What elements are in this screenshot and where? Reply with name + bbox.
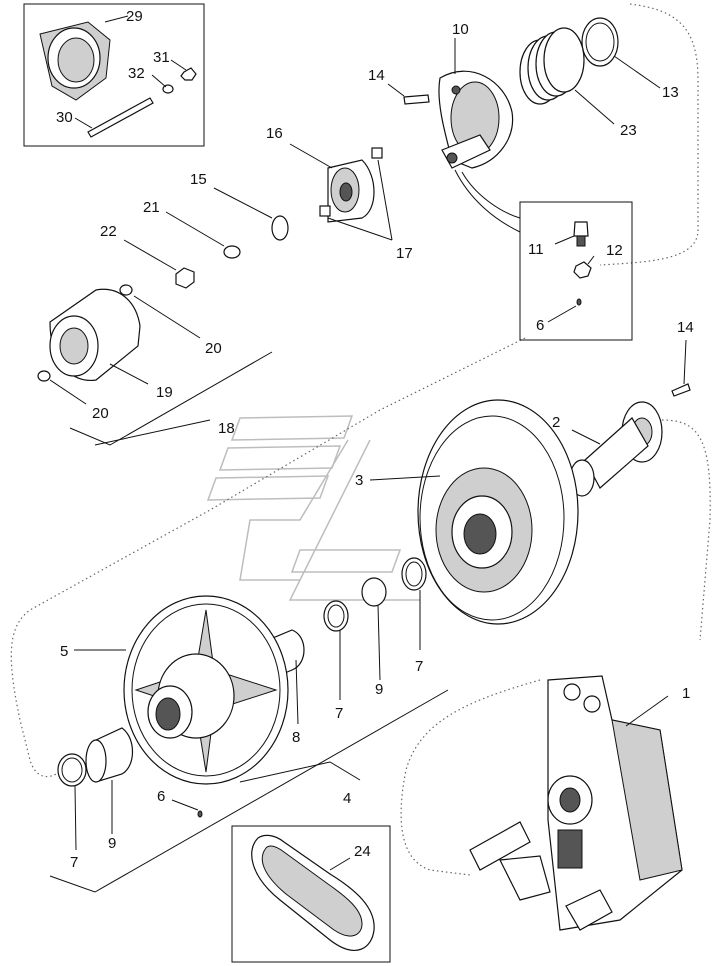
callout-7a: 7 bbox=[415, 658, 423, 675]
detail-box-11-12-6 bbox=[519, 201, 633, 341]
callout-18: 18 bbox=[218, 420, 235, 437]
callout-30: 30 bbox=[56, 109, 73, 126]
part-3-fixed-sheave bbox=[369, 399, 579, 625]
group-lines bbox=[49, 351, 449, 893]
callout-6a: 6 bbox=[536, 317, 544, 334]
callout-20a: 20 bbox=[205, 340, 222, 357]
callout-1: 1 bbox=[682, 685, 690, 702]
part-1-gearcase bbox=[469, 675, 683, 931]
callout-8: 8 bbox=[292, 729, 300, 746]
parts-15-16-17-21-22 bbox=[123, 143, 393, 289]
callout-labels: 29 31 32 30 10 14 13 23 16 15 21 22 17 1… bbox=[56, 8, 694, 871]
callout-3: 3 bbox=[355, 472, 363, 489]
callout-17: 17 bbox=[396, 245, 413, 262]
watermark-logo bbox=[206, 415, 420, 601]
callout-24: 24 bbox=[354, 843, 371, 860]
callout-9a: 9 bbox=[375, 681, 383, 698]
part-24-drive-belt bbox=[231, 825, 391, 963]
callout-20b: 20 bbox=[92, 405, 109, 422]
callout-29: 29 bbox=[126, 8, 143, 25]
callout-9b: 9 bbox=[108, 835, 116, 852]
callout-14b: 14 bbox=[677, 319, 694, 336]
callout-2: 2 bbox=[552, 414, 560, 431]
callout-4: 4 bbox=[343, 790, 351, 807]
parts-7-9-rings bbox=[57, 557, 427, 851]
callout-31: 31 bbox=[153, 49, 170, 66]
callout-7b: 7 bbox=[335, 705, 343, 722]
callout-13: 13 bbox=[662, 84, 679, 101]
kit-box-29-32 bbox=[23, 3, 205, 147]
callout-32: 32 bbox=[128, 65, 145, 82]
callout-7c: 7 bbox=[70, 854, 78, 871]
dotted-outlines bbox=[10, 3, 711, 876]
callout-19: 19 bbox=[156, 384, 173, 401]
callout-11: 11 bbox=[528, 241, 544, 258]
part-5-movable-sheave bbox=[74, 595, 289, 818]
callout-16: 16 bbox=[266, 125, 283, 142]
callout-6b: 6 bbox=[157, 788, 165, 805]
parts-18-19-20 bbox=[37, 284, 201, 405]
callout-14a: 14 bbox=[368, 67, 385, 84]
part-13-23-spring bbox=[519, 17, 661, 125]
callout-12: 12 bbox=[606, 242, 623, 259]
part-2-shaft bbox=[569, 339, 691, 497]
callout-5: 5 bbox=[60, 643, 68, 660]
callout-22: 22 bbox=[100, 223, 117, 240]
callout-10: 10 bbox=[452, 21, 469, 38]
callout-23: 23 bbox=[620, 122, 637, 139]
callout-21: 21 bbox=[143, 199, 160, 216]
callout-15: 15 bbox=[190, 171, 207, 188]
part-10-backing-plate bbox=[387, 38, 521, 233]
